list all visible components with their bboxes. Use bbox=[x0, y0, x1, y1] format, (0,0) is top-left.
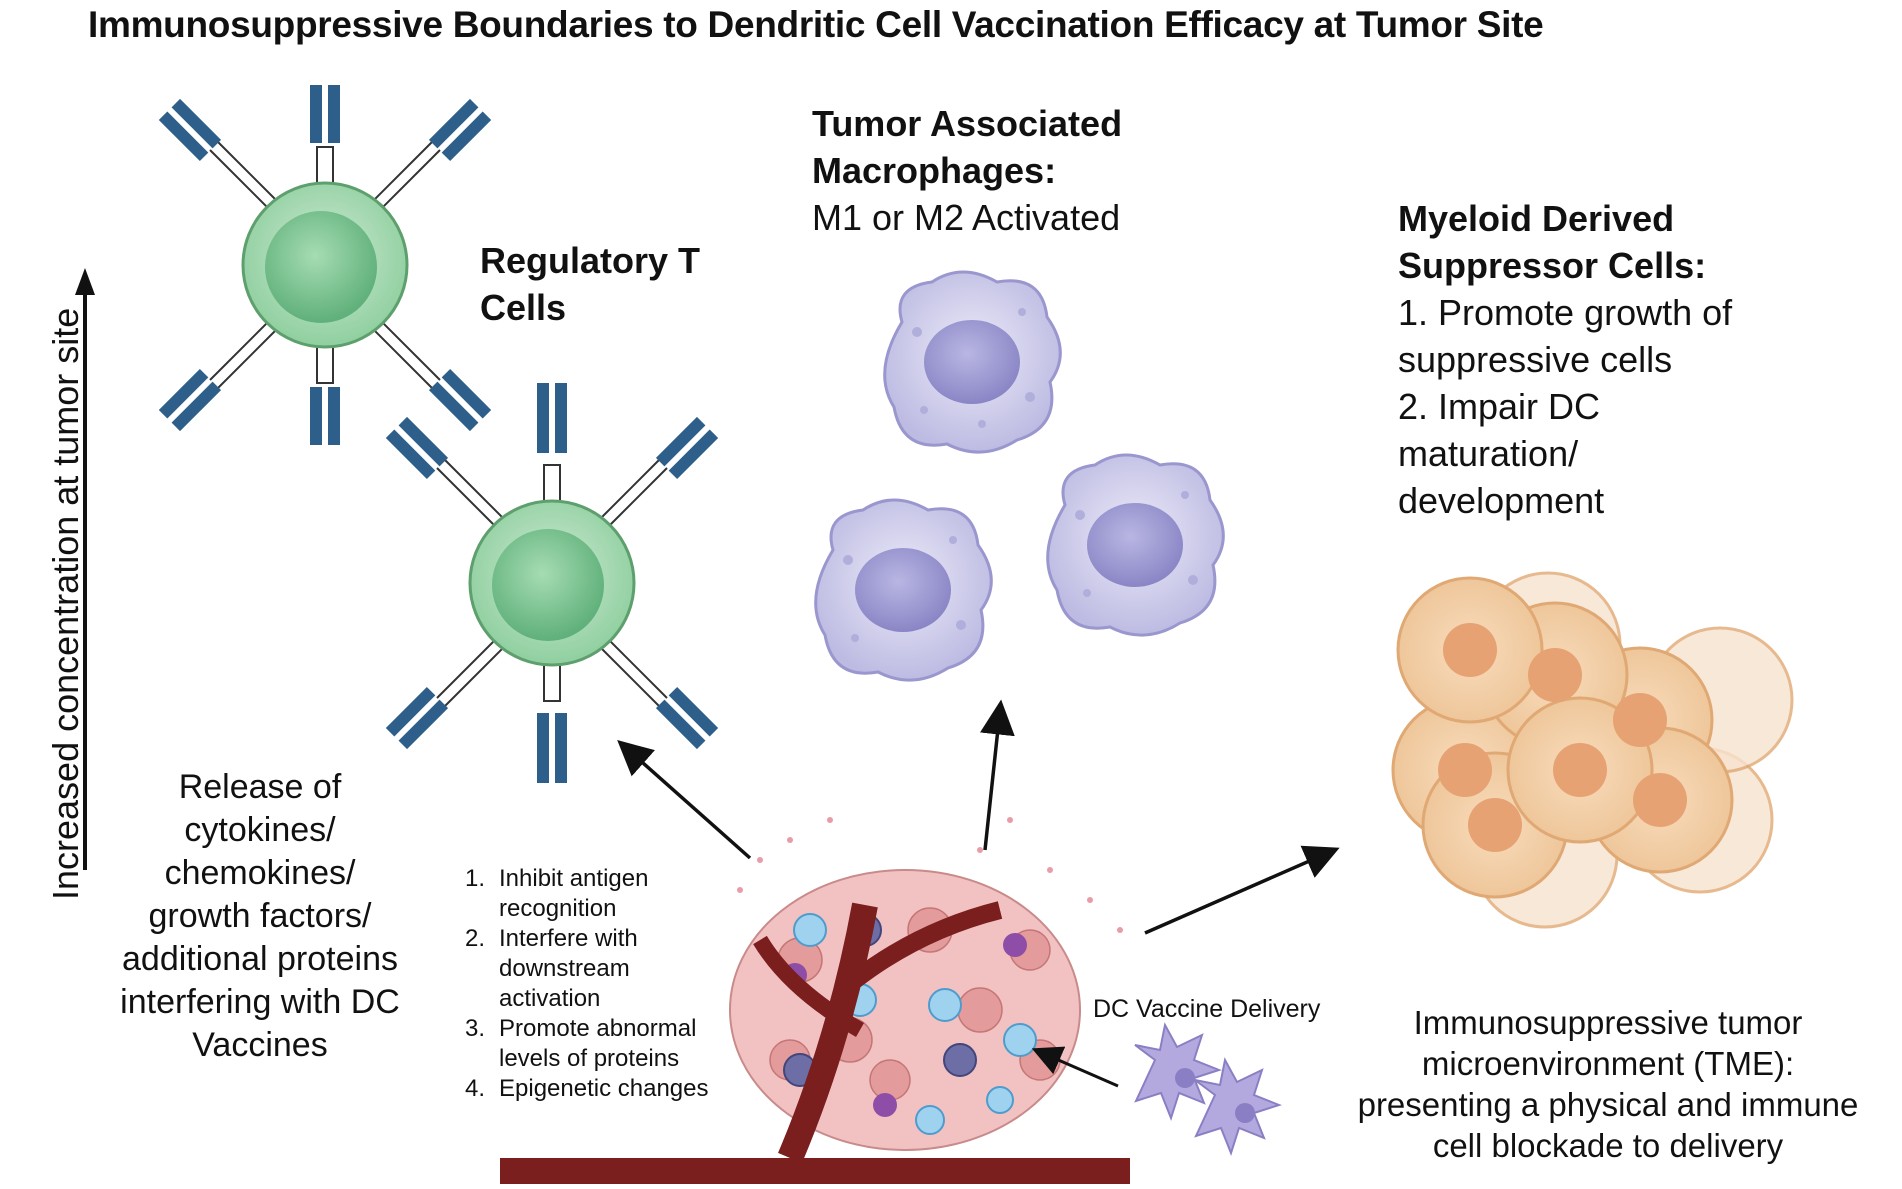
mdsc-label: Myeloid Derived Suppressor Cells: 1. Pro… bbox=[1398, 198, 1733, 521]
macrophage-1 bbox=[883, 270, 1062, 454]
macrophage-2 bbox=[814, 498, 993, 682]
mechanism-item: 4.Epigenetic changes bbox=[465, 1075, 709, 1102]
concentration-axis-label: Increased concentration at tumor site bbox=[45, 307, 86, 900]
mechanism-item: 2.Interfere with downstream activation bbox=[465, 925, 638, 1012]
mechanism-list: 1.Inhibit antigen recognition 2.Interfer… bbox=[465, 864, 708, 1104]
treg-cell-1 bbox=[158, 85, 492, 445]
treg-label: Regulatory T Cells bbox=[480, 240, 701, 328]
mdsc-cluster bbox=[1391, 571, 1794, 929]
macrophage-3 bbox=[1046, 453, 1225, 637]
treg-cell-2 bbox=[385, 383, 719, 783]
dc-delivery-label: DC Vaccine Delivery bbox=[1093, 995, 1321, 1023]
release-label: Release of cytokines/ chemokines/ growth… bbox=[120, 768, 400, 1064]
mechanism-item: 3.Promote abnormal levels of proteins bbox=[465, 1015, 697, 1072]
diagram-title: Immunosuppressive Boundaries to Dendriti… bbox=[88, 4, 1544, 45]
tumor-microenvironment bbox=[500, 817, 1130, 1184]
tam-label: Tumor Associated Macrophages: M1 or M2 A… bbox=[812, 103, 1123, 238]
dc-vaccine-cells bbox=[1134, 1022, 1282, 1156]
mechanism-item: 1.Inhibit antigen recognition bbox=[465, 865, 649, 922]
tme-label: Immunosuppressive tumor microenvironment… bbox=[1357, 1004, 1859, 1164]
